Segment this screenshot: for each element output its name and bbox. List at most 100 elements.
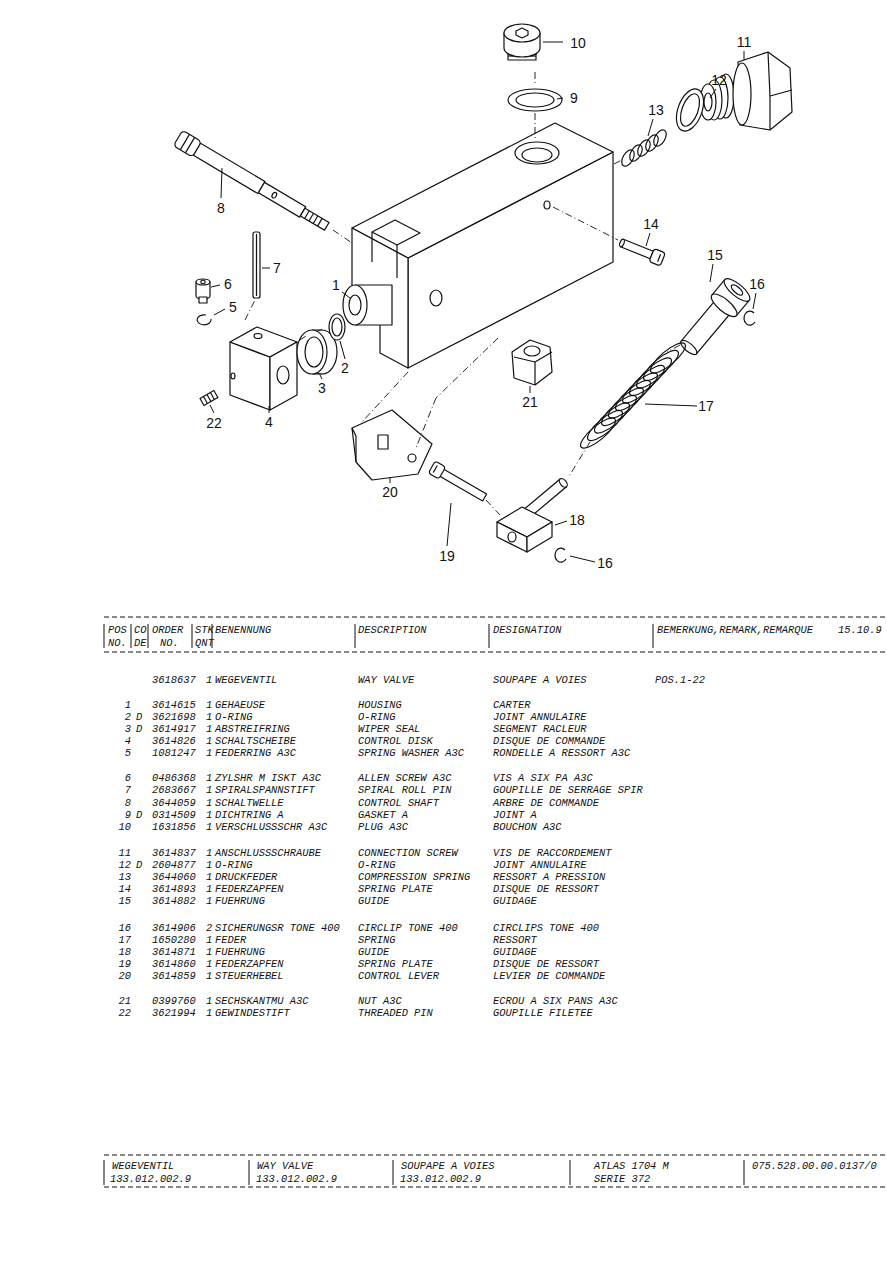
table-cell: CONTROL DISK <box>358 735 433 747</box>
control-disk <box>231 373 235 379</box>
table-cell: 1 <box>206 958 212 970</box>
compression-spring <box>619 128 669 169</box>
footer-text: 075.528.00.00.0137/0 <box>752 1160 877 1172</box>
table-cell: 3614906 <box>152 922 196 934</box>
table-cell: FUEHRUNG <box>215 895 265 907</box>
housing <box>396 245 397 278</box>
assembly-line <box>553 207 618 240</box>
table-cell: 1 <box>206 699 212 711</box>
table-cell: HOUSING <box>358 699 402 711</box>
footer-text: 133.012.002.9 <box>110 1173 191 1185</box>
callout-number: 5 <box>228 299 238 315</box>
table-cell: O-RING <box>358 859 395 871</box>
table-cell: D <box>136 859 142 871</box>
o-ring <box>329 314 345 340</box>
table-cell: RONDELLE A RESSORT A3C <box>493 747 630 759</box>
table-cell: ECROU A SIX PANS A3C <box>493 995 618 1007</box>
table-cell: 1 <box>206 735 212 747</box>
leader-line <box>269 406 270 413</box>
table-header: 15.10.9 <box>838 624 882 636</box>
leader-line <box>210 405 214 413</box>
table-cell: 1 <box>206 859 212 871</box>
assembly-line <box>245 300 255 320</box>
leader-line <box>211 285 220 287</box>
table-cell: COMPRESSION SPRING <box>358 871 470 883</box>
position-number: 11 <box>91 847 131 859</box>
leader-line <box>646 233 650 246</box>
table-cell: 1 <box>206 1007 212 1019</box>
footer-text: WEGEVENTIL <box>112 1160 174 1172</box>
table-cell: SPRING PLATE <box>358 958 433 970</box>
table-cell: GUIDAGE <box>493 946 537 958</box>
threaded-pin <box>203 397 207 404</box>
table-cell: SCHALTSCHEIBE <box>215 735 296 747</box>
spring <box>577 413 620 452</box>
position-number: 4 <box>91 735 131 747</box>
nut <box>524 346 540 356</box>
position-number: 10 <box>91 821 131 833</box>
leader-line <box>210 42 756 562</box>
table-header: DE <box>134 637 146 649</box>
nut <box>534 362 535 385</box>
assembly-line <box>568 442 590 478</box>
leader-line <box>710 264 713 282</box>
table-cell: 1 <box>206 797 212 809</box>
connection-screw <box>733 63 751 125</box>
table-cell: 1 <box>206 934 212 946</box>
housing <box>522 148 552 162</box>
control-shaft <box>173 130 201 157</box>
footer-text: SOUPAPE A VOIES <box>401 1160 495 1172</box>
threaded-pin <box>200 391 218 406</box>
threaded-pin <box>200 391 218 406</box>
table-cell: WEGEVENTIL <box>215 674 277 686</box>
table-rule <box>104 617 887 1187</box>
table-cell: CARTER <box>493 699 530 711</box>
spiral-roll-pin <box>253 232 260 298</box>
table-cell: WAY VALVE <box>358 674 414 686</box>
table-cell: LEVIER DE COMMANDE <box>493 970 605 982</box>
table-cell: VERSCHLUSSSCHR A3C <box>215 821 327 833</box>
table-cell: 2604877 <box>152 859 196 871</box>
table-cell: 1 <box>206 711 212 723</box>
housing <box>343 285 367 325</box>
control-shaft <box>313 216 318 224</box>
table-cell: WIPER SEAL <box>358 723 420 735</box>
table-cell: 0314509 <box>152 809 196 821</box>
control-shaft <box>318 218 323 226</box>
table-cell: 3644060 <box>152 871 196 883</box>
table-cell: DISQUE DE RESSORT <box>493 958 599 970</box>
table-cell: O-RING <box>215 859 252 871</box>
table-cell: VIS DE RACCORDEMENT <box>493 847 611 859</box>
position-number: 14 <box>91 883 131 895</box>
table-rule <box>104 1187 887 1188</box>
table-cell: 3614859 <box>152 970 196 982</box>
column-divider <box>104 624 105 648</box>
o-ring <box>329 314 345 340</box>
callout-number: 1 <box>331 277 341 293</box>
table-rule <box>104 652 887 653</box>
footer-text: ATLAS 1704 M <box>594 1160 669 1172</box>
housing <box>515 142 559 164</box>
threaded-pin <box>207 395 211 402</box>
column-divider <box>192 624 193 648</box>
table-cell: 1 <box>206 674 212 686</box>
leader-line <box>543 42 563 43</box>
table-cell: FEDERZAPFEN <box>215 883 284 895</box>
table-header: POS <box>108 624 127 636</box>
table-cell: CONTROL SHAFT <box>358 797 439 809</box>
callout-number: 11 <box>736 34 753 50</box>
control-lever <box>352 410 432 480</box>
table-cell: PLUG A3C <box>358 821 408 833</box>
footer-text: 133.012.002.9 <box>400 1173 481 1185</box>
position-number: 7 <box>91 784 131 796</box>
table-cell: SEGMENT RACLEUR <box>493 723 587 735</box>
table-cell: ARBRE DE COMMANDE <box>493 797 599 809</box>
control-shaft <box>258 182 305 217</box>
position-number: 20 <box>91 970 131 982</box>
assembly-line <box>362 372 408 422</box>
guide <box>527 522 552 552</box>
compression-spring <box>635 138 653 159</box>
leader-line <box>342 292 350 298</box>
control-lever <box>352 428 356 436</box>
